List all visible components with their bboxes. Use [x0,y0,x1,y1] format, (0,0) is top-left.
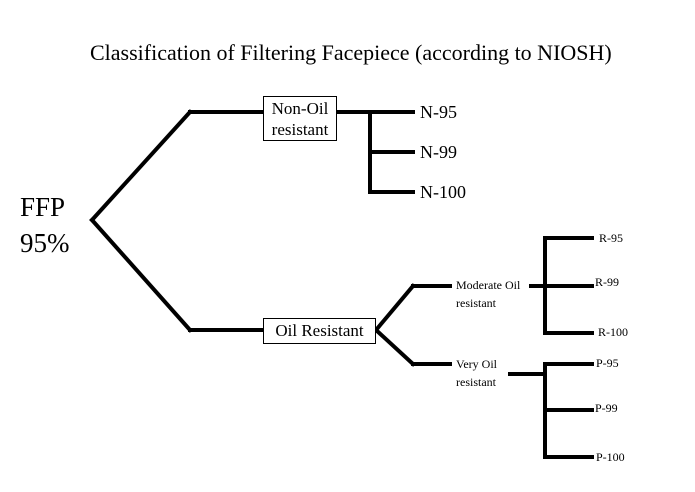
leaf-n99: N-99 [420,142,457,162]
node-non-oil-resistant: Non-Oil resistant [263,96,337,141]
root-node-line1: FFP [20,192,66,222]
leaf-n100: N-100 [420,182,466,202]
root-node-line2: 95% [20,228,70,258]
node-oil-resistant: Oil Resistant [263,318,376,344]
node-non-oil-line2: resistant [271,120,329,139]
node-moderate-oil-line1: Moderate Oil [456,278,521,292]
edge-oil-to-moderate [373,283,416,333]
leaf-r95: R-95 [599,231,623,245]
leaf-r99: R-99 [595,275,619,289]
edge-root-to-oil [89,217,193,333]
node-very-oil-line1: Very Oil [456,357,497,371]
node-very-oil-line2: resistant [456,375,496,389]
node-non-oil-line1: Non-Oil [271,99,329,118]
diagram-title: Classification of Filtering Facepiece (a… [90,40,612,65]
edge-root-to-nonoil [89,109,193,223]
leaf-p95: P-95 [596,356,619,370]
leaf-p100: P-100 [596,450,625,464]
node-moderate-oil-line2: resistant [456,296,496,310]
edge-oil-to-very [373,327,416,367]
leaf-p99: P-99 [595,401,618,415]
leaf-n95: N-95 [420,102,457,122]
leaf-r100: R-100 [598,325,628,339]
